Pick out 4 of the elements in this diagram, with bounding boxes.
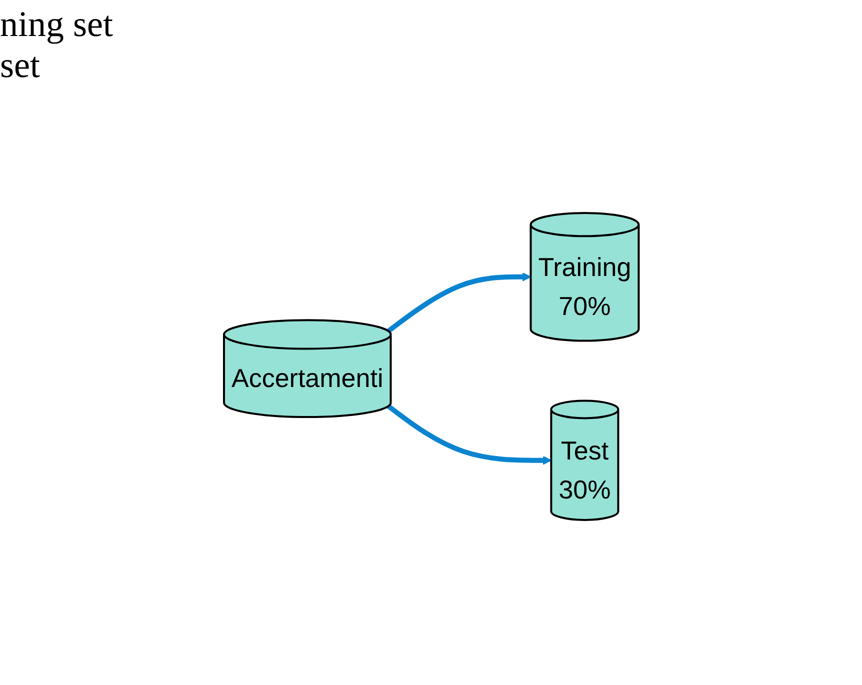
arrow (386, 404, 552, 466)
slide-text: set (0, 45, 41, 87)
arrow (386, 272, 531, 334)
slide-text: ning set (0, 4, 114, 46)
